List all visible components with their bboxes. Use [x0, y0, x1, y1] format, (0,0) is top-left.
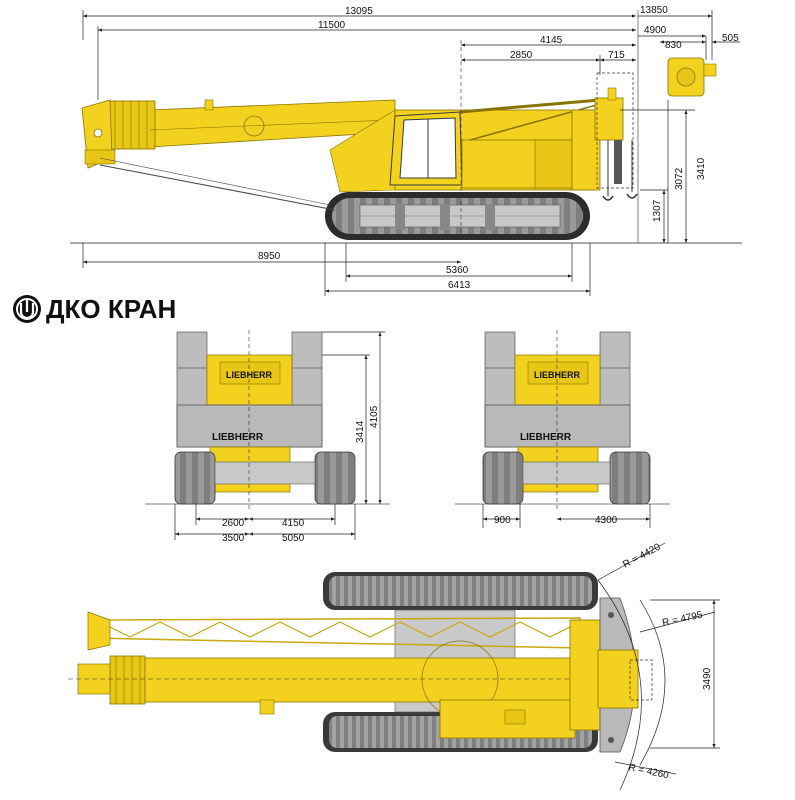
- brand-logo: ДКО КРАН: [13, 294, 176, 324]
- dim-830: 830: [665, 40, 682, 51]
- front-view-right: LIEBHERR LIEBHERR 900 4300: [455, 330, 670, 528]
- side-superstructure: [329, 72, 638, 201]
- dim-3072: 3072: [674, 167, 685, 190]
- side-boom: [81, 99, 396, 211]
- dim-3500: 3500: [222, 533, 245, 544]
- top-view: R = 4420 R = 4795 R = 4260 3490: [68, 542, 720, 791]
- side-crawler: [325, 192, 590, 240]
- side-view: 13095 11500 4145 2850 715 13850 4900 830…: [70, 5, 742, 296]
- dim-3410: 3410: [696, 157, 707, 180]
- counterweight-brand-label: LIEBHERR: [212, 432, 264, 443]
- dim-4145: 4145: [540, 35, 563, 46]
- dim-5050: 5050: [282, 533, 305, 544]
- dim-11500: 11500: [318, 20, 346, 31]
- dim-4105: 4105: [369, 405, 380, 428]
- dim-4900: 4900: [644, 25, 667, 36]
- dim-13850: 13850: [640, 5, 668, 16]
- dim-8950: 8950: [258, 251, 281, 262]
- dim-5360: 5360: [446, 265, 469, 276]
- dim-4150: 4150: [282, 518, 305, 529]
- dim-715: 715: [608, 50, 625, 61]
- side-dims-top: [82, 10, 740, 100]
- rear-detail: [667, 57, 717, 97]
- front-view-left: LIEBHERR LIEBHERR 3414 4105 2600 41: [145, 330, 390, 544]
- brand-name: ДКО КРАН: [46, 294, 176, 324]
- side-dims-bottom: [82, 243, 591, 296]
- dim-r4420: R = 4420: [621, 542, 663, 571]
- dim-6413: 6413: [448, 280, 471, 291]
- dim-900: 900: [494, 515, 511, 526]
- dim-3414: 3414: [355, 420, 366, 443]
- dim-4300: 4300: [595, 515, 618, 526]
- dim-2850: 2850: [510, 50, 533, 61]
- side-dims-right: [620, 100, 695, 243]
- dim-505: 505: [722, 33, 739, 44]
- dim-r4260: R = 4260: [627, 762, 670, 781]
- dim-13095: 13095: [345, 6, 373, 17]
- dim-2600: 2600: [222, 518, 245, 529]
- dim-r4795: R = 4795: [661, 610, 704, 629]
- counterweight-brand-label-right: LIEBHERR: [520, 432, 572, 443]
- dim-1307: 1307: [652, 199, 663, 222]
- dim-3490: 3490: [702, 667, 713, 690]
